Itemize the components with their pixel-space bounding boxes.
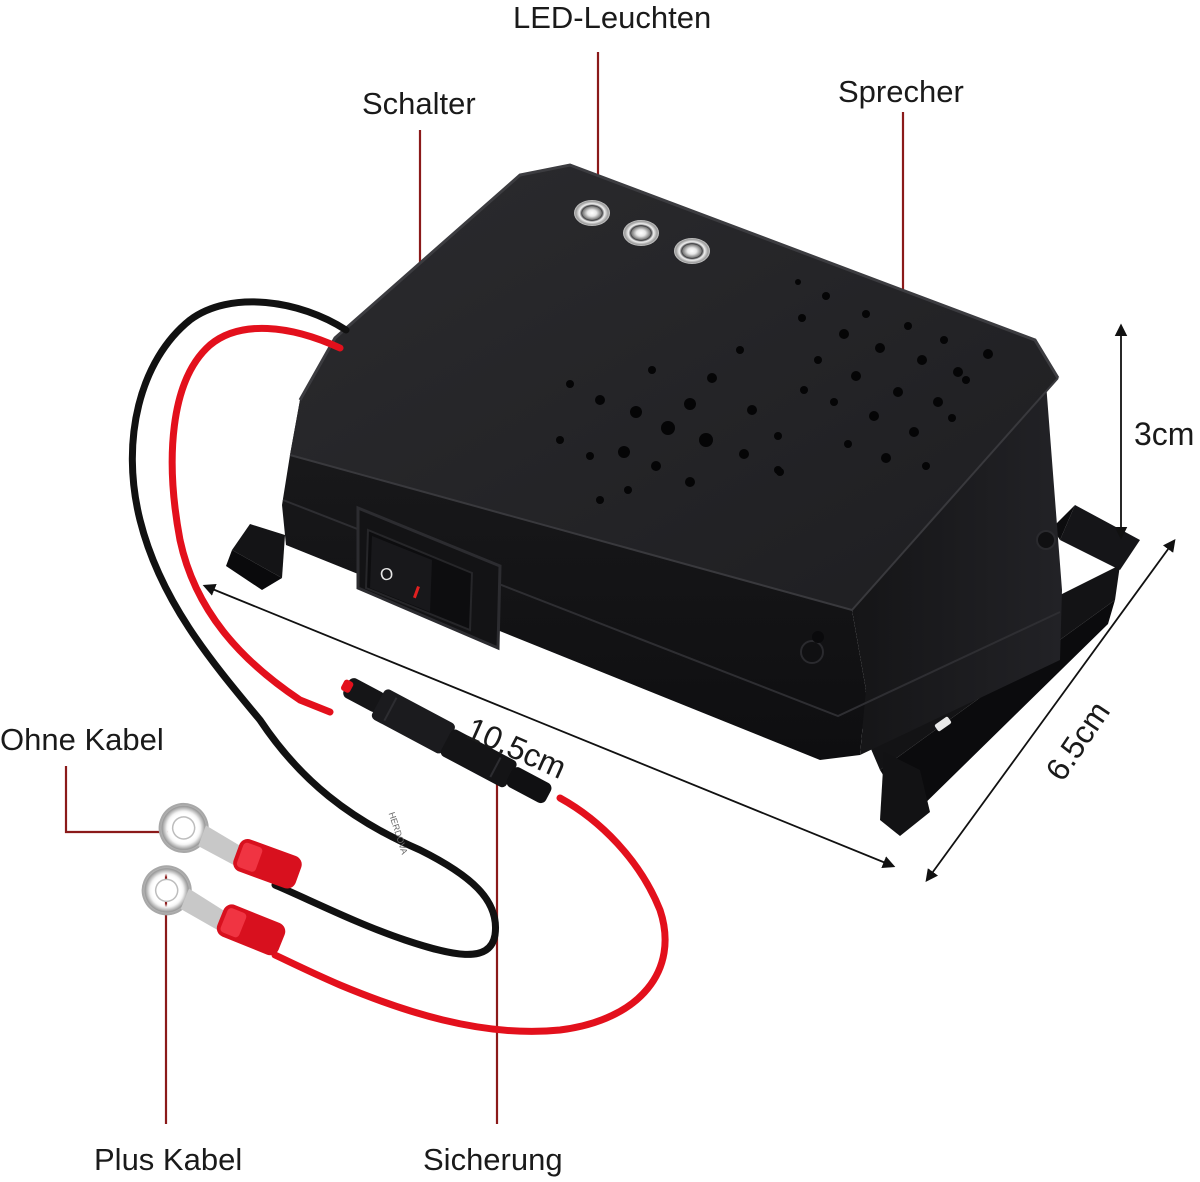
speaker-hole [566, 380, 574, 388]
width-dimension-line [925, 538, 1176, 883]
speaker-hole [904, 322, 912, 330]
led-light [574, 200, 610, 226]
speaker-hole [798, 314, 806, 322]
speaker-hole [844, 440, 852, 448]
speaker-hole [851, 371, 861, 381]
speaker-hole [648, 366, 656, 374]
led-light [623, 220, 659, 246]
device-housing [282, 163, 1062, 760]
switch-off-symbol: O [379, 564, 395, 585]
dimension-lines [202, 323, 1176, 883]
speaker-hole [774, 432, 782, 440]
ring-terminals [141, 802, 302, 956]
speaker-hole [869, 411, 879, 421]
speaker-hole [630, 406, 642, 418]
led-lights [574, 200, 710, 264]
speaker-hole [881, 453, 891, 463]
label-speaker: Sprecher [838, 74, 964, 109]
length-dimension-line [202, 583, 896, 869]
speaker-hole [699, 433, 713, 447]
speaker-hole [618, 446, 630, 458]
speaker-hole [556, 436, 564, 444]
speaker-hole [893, 387, 903, 397]
speaker-hole [800, 386, 808, 394]
speaker-hole [933, 397, 943, 407]
speaker-hole [822, 292, 830, 300]
speaker-hole [922, 462, 930, 470]
speaker-hole [862, 310, 870, 318]
speaker-grille [556, 279, 993, 504]
label-switch: Schalter [362, 86, 476, 121]
label-plus-cable: Plus Kabel [94, 1142, 243, 1177]
speaker-hole [875, 343, 885, 353]
speaker-hole [983, 349, 993, 359]
speaker-hole [596, 496, 604, 504]
speaker-hole [739, 449, 749, 459]
speaker-hole [814, 356, 822, 364]
leader-no-cable [64, 766, 168, 834]
speaker-hole [839, 329, 849, 339]
label-no-cable: Ohne Kabel [0, 722, 164, 757]
speaker-hole [684, 398, 696, 410]
red-cable-fused [271, 794, 669, 1035]
speaker-hole [661, 421, 675, 435]
speaker-hole [948, 414, 956, 422]
speaker-hole [909, 427, 919, 437]
speaker-hole [795, 279, 801, 285]
speaker-hole [595, 395, 605, 405]
label-led-lights: LED-Leuchten [513, 0, 712, 35]
speaker-hole [624, 486, 632, 494]
speaker-hole [736, 346, 744, 354]
speaker-hole [685, 477, 695, 487]
speaker-hole [962, 376, 970, 384]
label-height: 3cm [1134, 416, 1195, 452]
speaker-hole [917, 355, 927, 365]
speaker-hole [940, 336, 948, 344]
speaker-hole [830, 398, 838, 406]
speaker-hole [586, 452, 594, 460]
ring-terminal-lower [141, 865, 286, 956]
speaker-hole [707, 373, 717, 383]
speaker-hole [953, 367, 963, 377]
speaker-hole [747, 405, 757, 415]
led-light [674, 238, 710, 264]
speaker-hole [776, 468, 784, 476]
label-fuse: Sicherung [423, 1142, 563, 1177]
speaker-hole [651, 461, 661, 471]
